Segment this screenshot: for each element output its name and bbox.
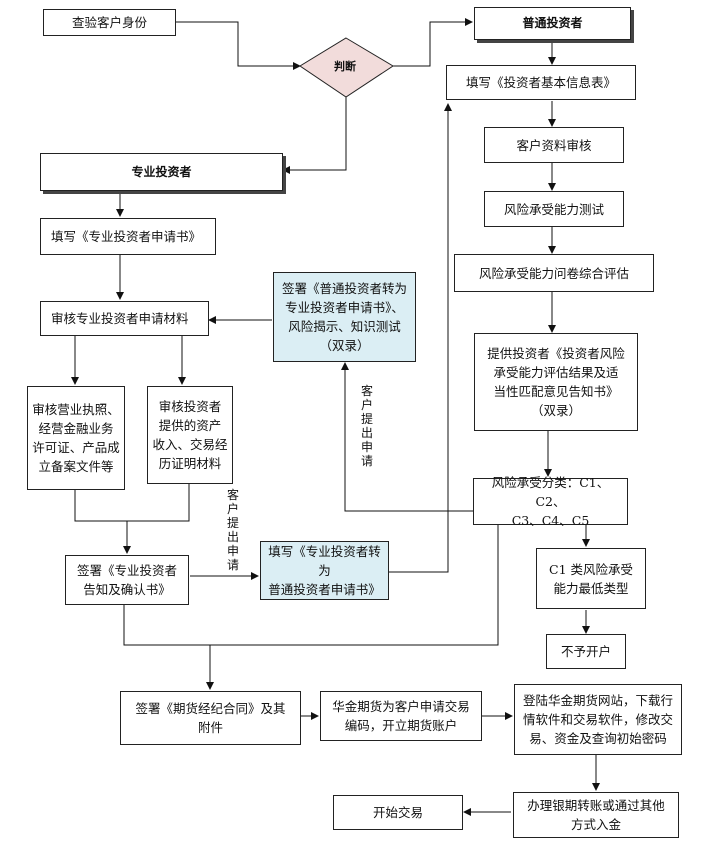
review-license-box: 审核营业执照、 经营金融业务 许可证、产品成 立备案文件等: [27, 386, 125, 490]
risk-classify-box: 风险承受分类：C1、C2、 C3、C4、C5: [473, 475, 628, 528]
sign-convert-to-professional-box: 签署《普通投资者转为 专业投资者申请书》、 风险揭示、知识测试 （双录）: [273, 272, 416, 362]
provide-notice-box: 提供投资者《投资者风险 承受能力评估结果及适 当性匹配意见告知书》 （双录）: [474, 333, 638, 431]
edge-license-merge: [74, 490, 127, 522]
sign-professional-notice-box: 签署《专业投资者 告知及确认书》: [65, 555, 189, 605]
fill-basic-info-box: 填写《投资者基本信息表》: [446, 65, 636, 100]
sign-convert-to-professional-text: 签署《普通投资者转为 专业投资者申请书》、 风险揭示、知识测试 （双录）: [281, 281, 407, 353]
fill-professional-app-box: 填写《专业投资者申请书》: [40, 218, 216, 255]
provide-notice-text: 提供投资者《投资者风险 承受能力评估结果及适 当性匹配意见告知书》 （双录）: [487, 346, 625, 418]
no-account-box: 不予开户: [546, 634, 626, 669]
review-license-text: 审核营业执照、 经营金融业务 许可证、产品成 立备案文件等: [32, 402, 120, 474]
edge-identity-to-judge: [176, 21, 301, 70]
start-trading-box: 开始交易: [333, 795, 463, 830]
edge-classify-down: [210, 525, 499, 646]
apply-trading-code-text: 华金期货为客户申请交易 编码，开立期货账户: [332, 699, 470, 733]
professional-investor-box: 专业投资者: [40, 153, 283, 191]
bank-transfer-box: 办理银期转账或通过其他 方式入金: [513, 792, 679, 838]
edge-fillconvert-to-fillbasic: [389, 103, 452, 573]
risk-test-box: 风险承受能力测试: [484, 191, 624, 227]
risk-questionnaire-box: 风险承受能力问卷综合评估: [454, 254, 654, 292]
edge-assets-merge: [127, 484, 190, 522]
fill-convert-to-ordinary-text: 填写《专业投资者转为 普通投资者申请书》: [268, 544, 381, 597]
edge-signnotice-down: [123, 605, 210, 646]
review-assets-text: 审核投资者 提供的资产 收入、交易经 历证明材料: [152, 399, 228, 471]
review-client-info-box: 客户资料审核: [484, 127, 624, 163]
c1-lowest-text: C1 类风险承受 能力最低类型: [549, 561, 633, 596]
fill-convert-to-ordinary-box: 填写《专业投资者转为 普通投资者申请书》: [260, 541, 389, 600]
review-assets-box: 审核投资者 提供的资产 收入、交易经 历证明材料: [147, 386, 233, 484]
c1-lowest-box: C1 类风险承受 能力最低类型: [536, 548, 646, 609]
login-website-text: 登陆华金期货网站，下载行 情软件和交易软件，修改交 易、资金及查询初始密码: [522, 693, 673, 746]
login-website-box: 登陆华金期货网站，下载行 情软件和交易软件，修改交 易、资金及查询初始密码: [514, 684, 682, 755]
edge-judge-to-professional: [282, 97, 347, 174]
ordinary-investor-box: 普通投资者: [474, 7, 631, 40]
apply-trading-code-box: 华金期货为客户申请交易 编码，开立期货账户: [320, 691, 482, 741]
verify-identity-box: 查验客户身份: [43, 9, 176, 36]
client-apply-label-2: 客户提出申请: [226, 488, 239, 572]
judge-diamond: [299, 37, 394, 98]
edge-classify-to-signconvert: [341, 362, 473, 512]
client-apply-label-1: 客户提出申请: [360, 384, 373, 468]
sign-futures-contract-box: 签署《期货经纪合同》及其 附件: [120, 691, 301, 745]
edge-judge-to-ordinary: [393, 18, 473, 67]
bank-transfer-text: 办理银期转账或通过其他 方式入金: [527, 798, 665, 832]
sign-professional-notice-text: 签署《专业投资者 告知及确认书》: [76, 563, 177, 597]
review-professional-materials-box: 审核专业投资者申请材料: [40, 301, 209, 336]
sign-futures-contract-text: 签署《期货经纪合同》及其 附件: [135, 701, 286, 735]
risk-classify-text: 风险承受分类：C1、C2、 C3、C4、C5: [491, 475, 610, 528]
judge-label: 判断: [334, 60, 356, 73]
